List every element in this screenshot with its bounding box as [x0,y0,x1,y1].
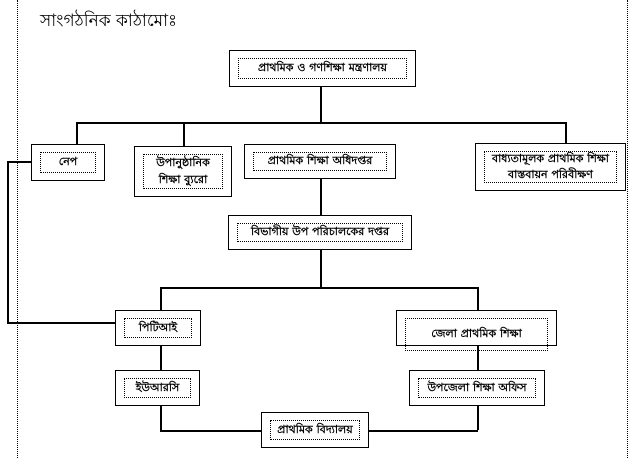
node-label: নেপ [40,152,96,173]
node-label: ইউআরসি [124,378,191,398]
node-nfe-bureau: উপানুষ্ঠানিক শিক্ষা ব্যুরো [134,146,232,197]
node-ministry: প্রাথমিক ও গণশিক্ষা মন্ত্রণালয় [229,50,416,87]
page-border-left [17,0,18,458]
connector [7,161,9,323]
connector [565,122,567,143]
node-label: পিটিআই [124,318,192,338]
node-upazila-office: উপজেলা শিক্ষা অফিস [409,370,545,406]
connector [76,122,566,124]
section-title: সাংগঠনিক কাঠামোঃ [40,11,178,31]
connector [76,122,78,144]
node-label: উপানুষ্ঠানিক শিক্ষা ব্যুরো [143,154,223,189]
connector [160,287,478,289]
page-border-right [627,0,628,458]
connector [7,322,115,324]
node-pti: পিটিআই [115,310,201,346]
connector [320,179,322,215]
connector [320,250,322,287]
node-compulsory-education: বাধ্যতামূলক প্রাথমিক শিক্ষা বাস্তবায়ন প… [475,143,626,191]
node-label: বিভাগীয় উপ পরিচালকের দপ্তর [237,223,403,242]
node-divisional-office: বিভাগীয় উপ পরিচালকের দপ্তর [228,215,412,250]
connector [477,287,479,310]
node-label: প্রাথমিক বিদ্যালয় [270,420,360,440]
node-label: জেলা প্রাথমিক শিক্ষা [405,318,548,351]
node-label: উপজেলা শিক্ষা অফিস [418,378,536,398]
node-district-office: জেলা প্রাথমিক শিক্ষা [396,310,557,351]
connector [160,287,162,310]
node-nape: নেপ [31,144,105,181]
connector [7,161,31,163]
node-label: বাধ্যতামূলক প্রাথমিক শিক্ষা বাস্তবায়ন প… [484,151,617,183]
node-dpe: প্রাথমিক শিক্ষা অধিদপ্তর [244,144,396,179]
connector [183,122,185,146]
connector [320,87,322,123]
node-label: প্রাথমিক ও গণশিক্ষা মন্ত্রণালয় [238,58,407,79]
node-primary-school: প্রাথমিক বিদ্যালয় [261,412,369,448]
node-label: প্রাথমিক শিক্ষা অধিদপ্তর [253,152,387,171]
node-urc: ইউআরসি [115,370,200,406]
